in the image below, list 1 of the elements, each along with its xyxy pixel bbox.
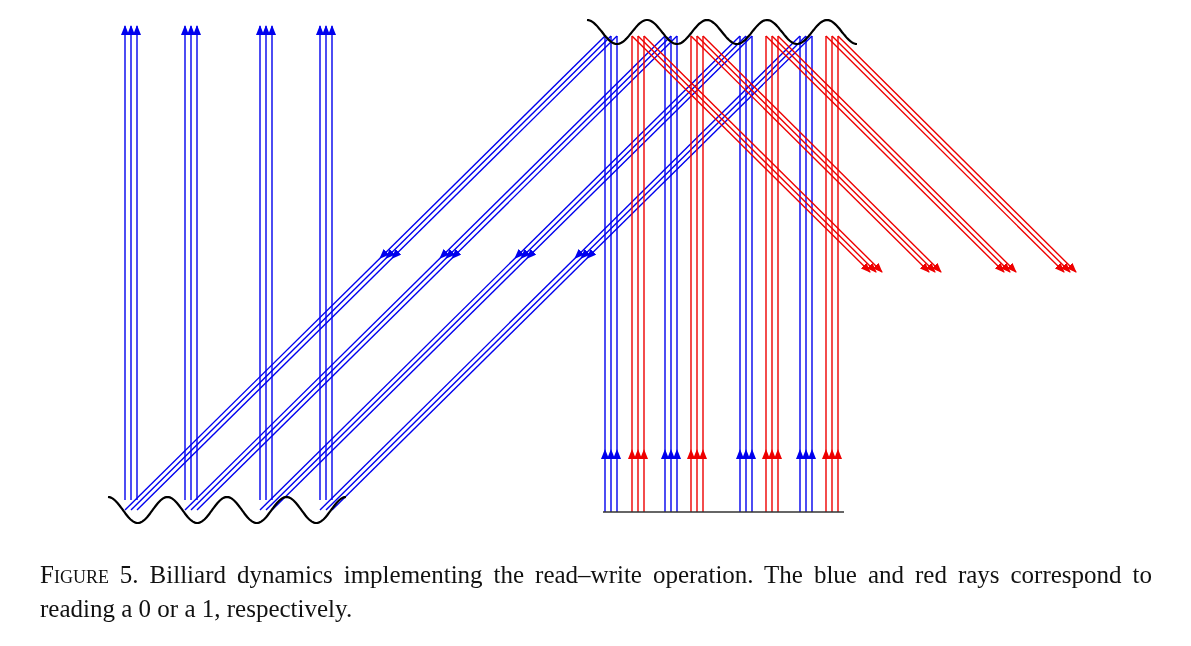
figure-caption: Figure 5. Billiard dynamics implementing the read–write operation. The blue and red rays correspond to reading a 0 or a 1, respectively. xyxy=(40,560,1152,624)
